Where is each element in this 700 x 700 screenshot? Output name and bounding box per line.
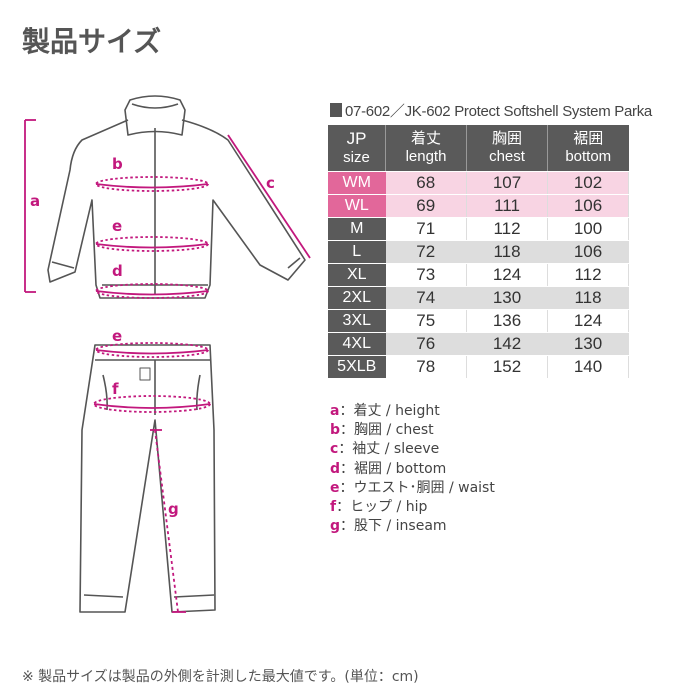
cell-chest: 118 — [466, 240, 548, 264]
label-e-pants: e — [112, 327, 123, 345]
measure-c-line — [227, 134, 311, 259]
cell-length: 73 — [385, 263, 467, 287]
table-row: 5XLB 78 152 140 — [328, 355, 629, 379]
cell-size: L — [328, 240, 386, 264]
cell-chest: 107 — [466, 171, 548, 195]
table-row: M 71 112 100 — [328, 217, 629, 241]
cell-bottom: 102 — [547, 171, 629, 195]
cell-chest: 136 — [466, 309, 548, 333]
cell-length: 74 — [385, 286, 467, 310]
jacket-collar — [124, 95, 186, 136]
legend-item: a：着丈 / height — [330, 403, 440, 419]
cell-bottom: 140 — [547, 355, 629, 379]
cell-size: WM — [328, 171, 386, 195]
cell-length: 71 — [385, 217, 467, 241]
table-row: 3XL 75 136 124 — [328, 309, 629, 333]
table-row: WM 68 107 102 — [328, 171, 629, 195]
cell-chest: 130 — [466, 286, 548, 310]
label-c: c — [266, 174, 275, 192]
cell-bottom: 100 — [547, 217, 629, 241]
cell-length: 69 — [385, 194, 467, 218]
cell-size: 2XL — [328, 286, 386, 310]
table-row: 4XL 76 142 130 — [328, 332, 629, 356]
measure-f-ellipse — [93, 395, 211, 413]
legend-item: b：胸囲 / chest — [330, 422, 434, 439]
cell-chest: 152 — [466, 355, 548, 379]
legend-item: f：ヒップ / hip — [330, 499, 428, 516]
footnote: ※ 製品サイズは製品の外側を計測した最大値です。(単位：cm) — [22, 669, 419, 685]
cell-chest: 142 — [466, 332, 548, 356]
page-title: 製品サイズ — [22, 25, 162, 58]
cell-size: 5XLB — [328, 355, 386, 379]
cell-bottom: 106 — [547, 194, 629, 218]
label-f: f — [112, 380, 119, 398]
cell-bottom: 118 — [547, 286, 629, 310]
cell-bottom: 106 — [547, 240, 629, 264]
measure-e-ellipse — [95, 236, 209, 252]
cell-length: 78 — [385, 355, 467, 379]
cell-size: XL — [328, 263, 386, 287]
measure-b-ellipse — [95, 176, 209, 192]
cell-size: M — [328, 217, 386, 241]
cell-bottom: 112 — [547, 263, 629, 287]
legend-item: d：裾囲 / bottom — [330, 460, 447, 477]
cell-bottom: 130 — [547, 332, 629, 356]
table-row: WL 69 111 106 — [328, 194, 629, 218]
legend-item: e：ウエスト･胴囲 / waist — [330, 479, 495, 496]
cell-size: 3XL — [328, 309, 386, 333]
cell-length: 76 — [385, 332, 467, 356]
table-row: 2XL 74 130 118 — [328, 286, 629, 310]
cell-size: 4XL — [328, 332, 386, 356]
label-b: b — [112, 155, 123, 173]
label-e: e — [112, 217, 123, 235]
pants-outline — [79, 344, 216, 613]
square-icon — [330, 103, 342, 117]
table-title: 07-602／JK-602 Protect Softshell System P… — [330, 100, 652, 121]
cell-chest: 112 — [466, 217, 548, 241]
measure-d-ellipse — [95, 283, 209, 299]
label-a: a — [30, 192, 41, 210]
cell-length: 72 — [385, 240, 467, 264]
cell-chest: 124 — [466, 263, 548, 287]
table-row: XL 73 124 112 — [328, 263, 629, 287]
label-d: d — [112, 262, 123, 280]
cell-length: 68 — [385, 171, 467, 195]
cell-chest: 111 — [466, 194, 548, 218]
legend-item: c：袖丈 / sleeve — [330, 441, 440, 458]
cell-length: 75 — [385, 309, 467, 333]
cell-bottom: 124 — [547, 309, 629, 333]
table-row: L 72 118 106 — [328, 240, 629, 264]
label-g: g — [168, 500, 179, 518]
cell-size: WL — [328, 194, 386, 218]
size-diagram — [24, 95, 311, 613]
legend-item: g：股下 / inseam — [330, 518, 447, 535]
measurement-legend: a：着丈 / height b：胸囲 / chest c：袖丈 / sleeve… — [330, 402, 495, 536]
jacket-body — [47, 119, 306, 299]
measure-g-line — [154, 429, 179, 613]
